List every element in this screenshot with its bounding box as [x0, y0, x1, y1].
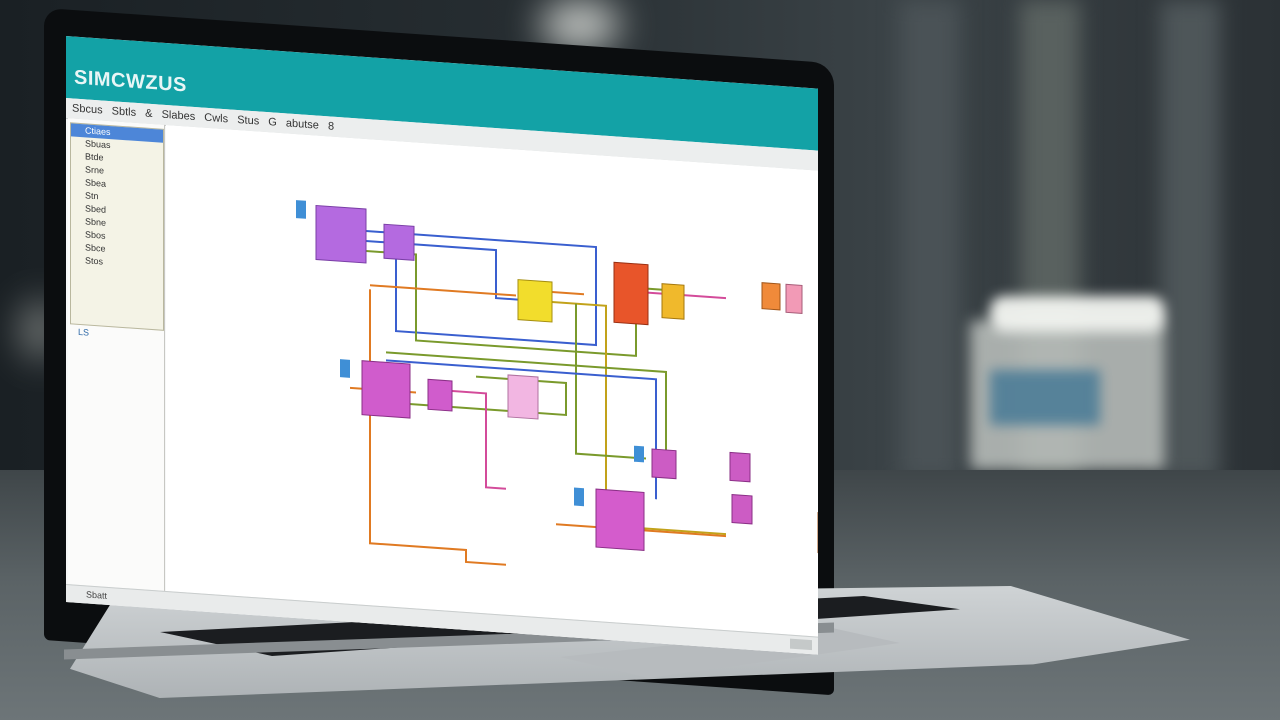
- wire: [442, 389, 506, 490]
- laptop-screen: SIMCWZUS Sbcus Sbtls & Slabes Cwls Stus …: [66, 36, 818, 655]
- block-magenta-mid-1[interactable]: [651, 448, 677, 480]
- status-text: Sbatt: [86, 589, 108, 601]
- wire: [350, 228, 597, 347]
- toolbar-item[interactable]: 8: [327, 120, 335, 133]
- toolbar-item[interactable]: abutse: [285, 117, 319, 132]
- toolbar-item[interactable]: G: [268, 116, 277, 129]
- toolbar-item[interactable]: Sbcus: [72, 102, 103, 117]
- wire: [370, 284, 516, 297]
- block-orange-small[interactable]: [761, 282, 781, 311]
- block-orange-red[interactable]: [613, 261, 649, 326]
- block-yellow-orange[interactable]: [661, 283, 685, 320]
- project-sidebar: Ctiaes Sbuas Btde Srne Sbea Stn Sbed Sbn…: [68, 118, 165, 595]
- block-purple-large-1[interactable]: [315, 204, 367, 264]
- block-pink-small[interactable]: [785, 283, 803, 315]
- block-purple-small-1[interactable]: [383, 223, 415, 261]
- background-lamp: [990, 296, 1165, 332]
- wire: [575, 303, 646, 460]
- port-marker: [634, 445, 644, 463]
- wire: [552, 300, 726, 536]
- app-title: SIMCWZUS: [74, 66, 187, 97]
- port-marker: [296, 200, 306, 219]
- toolbar-item[interactable]: Cwls: [204, 111, 229, 126]
- project-tree: Ctiaes Sbuas Btde Srne Sbea Stn Sbed Sbn…: [70, 122, 164, 331]
- block-magenta-small[interactable]: [427, 378, 453, 412]
- port-marker: [574, 487, 584, 507]
- toolbar-item[interactable]: Stus: [237, 113, 260, 128]
- block-magenta-large[interactable]: [361, 360, 411, 419]
- block-magenta-mid-2[interactable]: [729, 451, 751, 483]
- wire: [369, 289, 506, 566]
- background-light-top: [540, 0, 620, 50]
- block-pink-light[interactable]: [507, 374, 539, 420]
- block-magenta-mid-3[interactable]: [731, 494, 753, 525]
- block-diagram: [296, 200, 818, 566]
- background-pillar: [900, 0, 960, 480]
- toolbar-item[interactable]: Slabes: [161, 108, 196, 124]
- wire: [386, 351, 667, 461]
- diagram-canvas[interactable]: [166, 124, 818, 655]
- background-device-screen: [990, 370, 1100, 425]
- background-pillar: [1160, 0, 1220, 480]
- block-magenta-bottom[interactable]: [595, 488, 645, 551]
- toolbar-item[interactable]: &: [145, 107, 153, 121]
- block-yellow[interactable]: [517, 279, 553, 323]
- sidebar-footer-label: LS: [78, 326, 90, 338]
- wire: [350, 238, 518, 301]
- zoom-control[interactable]: [790, 638, 812, 651]
- wire: [552, 290, 584, 296]
- toolbar-item[interactable]: Sbtls: [111, 105, 137, 119]
- port-marker: [340, 359, 350, 378]
